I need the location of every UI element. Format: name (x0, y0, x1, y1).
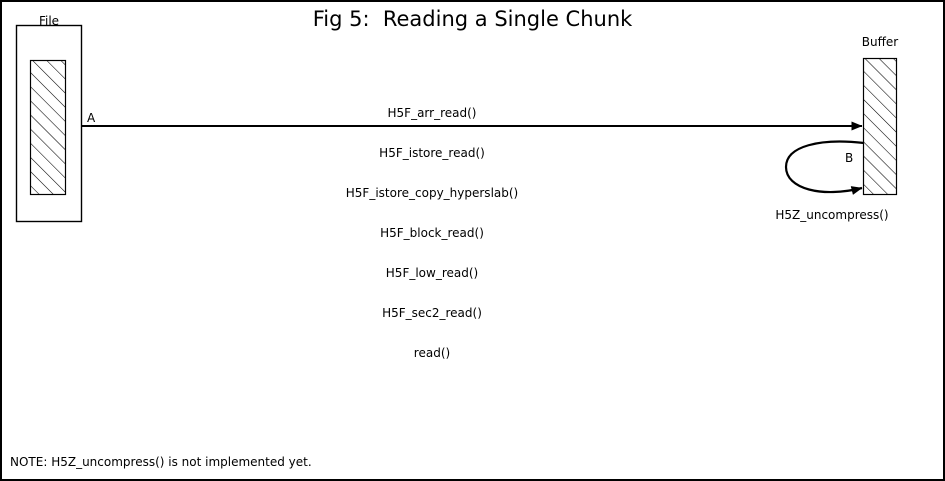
call-stack-line: H5F_arr_read() (387, 106, 477, 120)
edge-a-call-stack: H5F_arr_read() H5F_istore_read() H5F_ist… (282, 81, 582, 385)
edge-a-marker-label: A (87, 111, 96, 125)
figure-title: Fig 5: Reading a Single Chunk (312, 7, 633, 31)
file-node-label: File (38, 14, 60, 28)
call-stack-line: H5F_sec2_read() (382, 306, 482, 320)
call-stack-line: H5F_istore_read() (379, 146, 485, 160)
call-stack-line: H5F_block_read() (380, 226, 484, 240)
edge-b-marker-label: B (845, 151, 854, 165)
edge-b-label: H5Z_uncompress() (775, 208, 889, 222)
edge-b-loop (784, 140, 865, 195)
call-stack-line: H5F_low_read() (385, 266, 479, 280)
figure-note: NOTE: H5Z_uncompress() is not implemente… (10, 455, 312, 469)
file-inner-block (29, 59, 67, 196)
call-stack-line: read() (413, 346, 451, 360)
call-stack-line: H5F_istore_copy_hyperslab() (345, 186, 519, 200)
buffer-node-label: Buffer (861, 35, 899, 49)
buffer-box (862, 57, 898, 196)
